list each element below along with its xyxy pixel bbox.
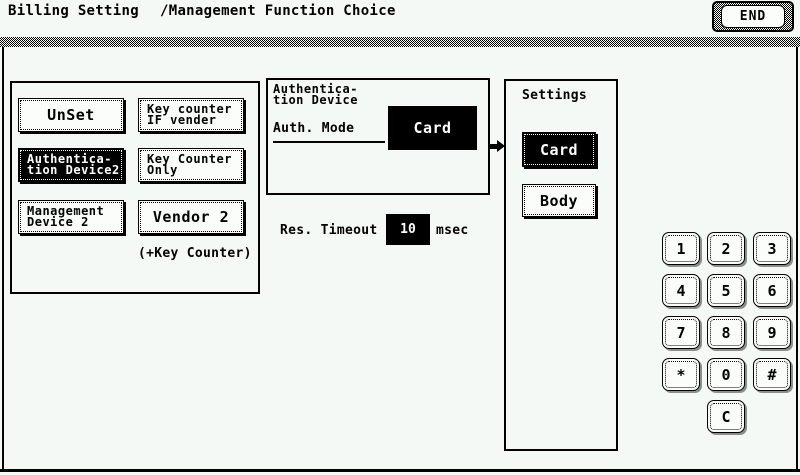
button-label-line: Key counter: [147, 102, 232, 116]
button-label-line: IF vender: [147, 113, 217, 127]
button-management-device-2[interactable]: Management Device 2: [18, 200, 124, 234]
button-label-line: Authentica-: [27, 152, 112, 166]
keypad-key-hash[interactable]: #: [753, 358, 791, 391]
keypad-key-2[interactable]: 2: [707, 232, 745, 265]
arrow-right-icon: [489, 140, 505, 153]
device-choice-panel: [10, 81, 260, 294]
button-label-line: Device 2: [27, 215, 89, 229]
keypad-key-9[interactable]: 9: [753, 316, 791, 349]
frame-border-left: [2, 47, 4, 469]
button-label-line: Key Counter: [147, 152, 232, 166]
settings-option-body[interactable]: Body: [522, 184, 596, 217]
divider-bar: [0, 37, 800, 47]
button-key-counter-if-vender[interactable]: Key counter IF vender: [138, 98, 244, 132]
auth-mode-value-button[interactable]: Card: [388, 106, 477, 150]
keypad-key-clear[interactable]: C: [707, 400, 745, 433]
page-title: Billing Setting: [8, 3, 139, 19]
keypad-key-7[interactable]: 7: [662, 316, 700, 349]
res-timeout-unit: msec: [436, 223, 469, 238]
keypad-key-8[interactable]: 8: [707, 316, 745, 349]
button-label-line: Only: [147, 163, 178, 177]
settings-option-card[interactable]: Card: [522, 132, 596, 167]
keypad-key-6[interactable]: 6: [753, 274, 791, 307]
end-button-label: END: [721, 5, 785, 28]
button-unset[interactable]: UnSet: [18, 98, 124, 132]
button-vendor-2[interactable]: Vendor 2: [138, 200, 244, 234]
end-button[interactable]: END: [712, 1, 794, 32]
keypad-key-1[interactable]: 1: [662, 232, 700, 265]
auth-device-label-line: tion Device: [273, 93, 358, 107]
keypad-key-5[interactable]: 5: [707, 274, 745, 307]
key-counter-note: (+Key Counter): [138, 246, 252, 261]
res-timeout-label: Res. Timeout: [280, 223, 378, 238]
keypad-key-0[interactable]: 0: [707, 358, 745, 391]
button-label-line: Management: [27, 204, 105, 218]
keypad-key-star[interactable]: *: [662, 358, 700, 391]
button-authentication-device2[interactable]: Authentica- tion Device2: [18, 148, 124, 182]
button-label-line: tion Device2: [27, 163, 120, 177]
auth-device-panel: [266, 78, 490, 195]
keypad-key-4[interactable]: 4: [662, 274, 700, 307]
frame-border-bottom: [0, 469, 800, 472]
page-subtitle: /Management Function Choice: [160, 3, 396, 19]
settings-panel: [504, 79, 618, 451]
auth-mode-label: Auth. Mode: [273, 121, 355, 136]
keypad-key-3[interactable]: 3: [753, 232, 791, 265]
button-key-counter-only[interactable]: Key Counter Only: [138, 148, 244, 182]
auth-device-label-line: Authentica-: [273, 82, 358, 96]
settings-title: Settings: [522, 88, 588, 103]
auth-device-label: Authentica- tion Device: [273, 82, 358, 107]
auth-mode-underline: [273, 141, 385, 143]
res-timeout-value[interactable]: 10: [386, 214, 430, 245]
frame-border-right: [796, 47, 798, 469]
